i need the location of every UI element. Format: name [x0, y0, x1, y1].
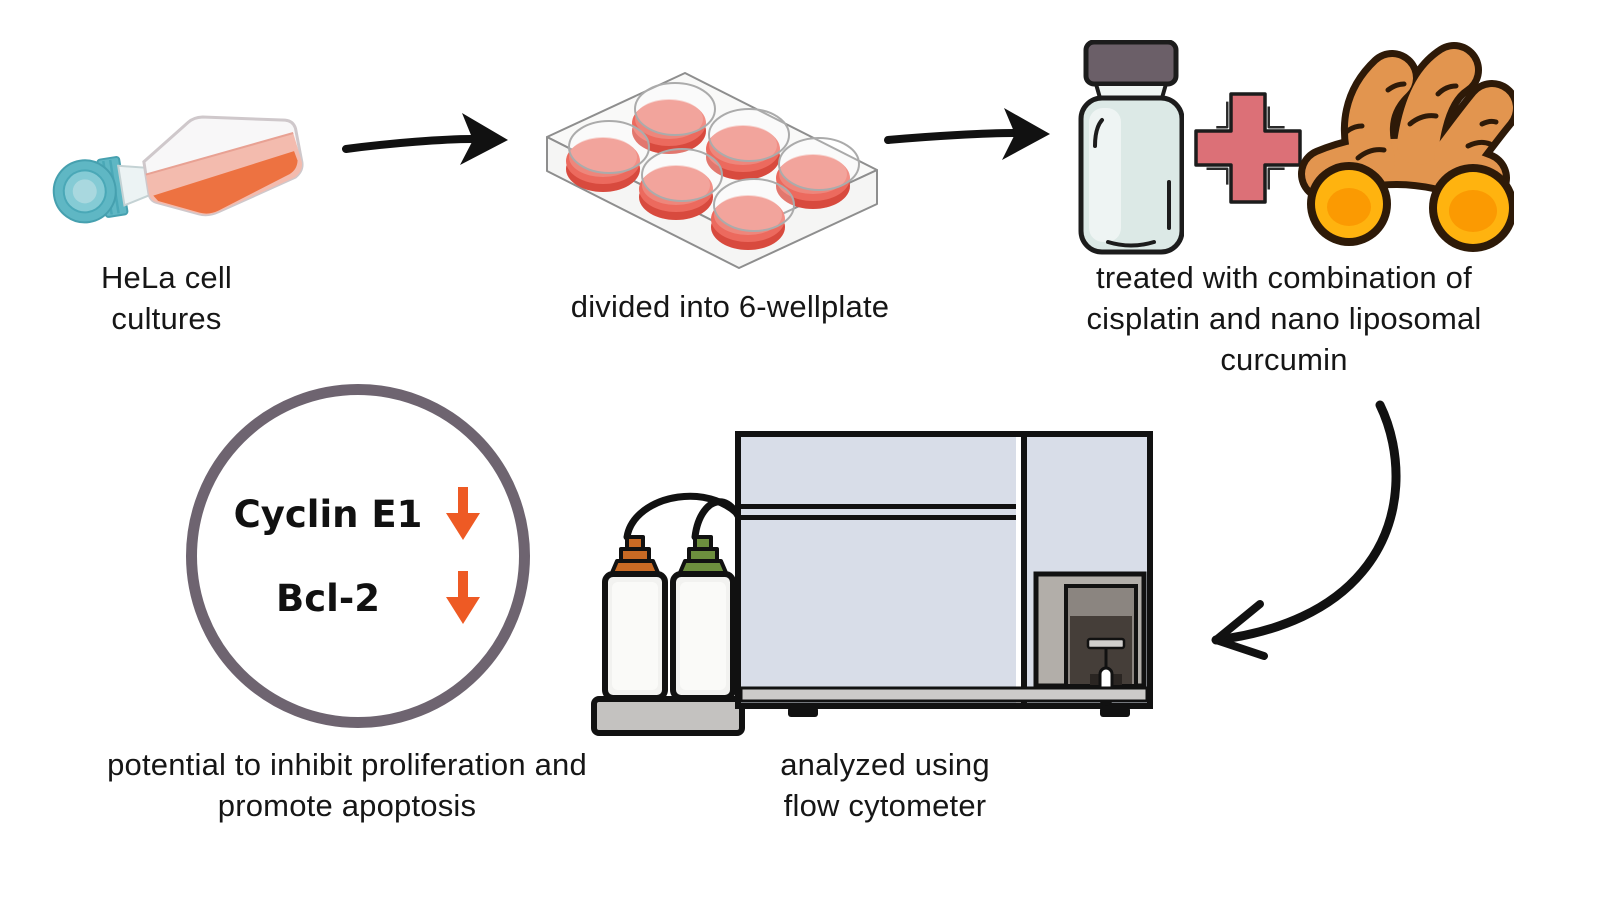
turmeric-root-icon — [1298, 42, 1514, 252]
arrow-right-icon-2 — [884, 108, 1050, 160]
flow-cytometer-icon — [591, 431, 1153, 736]
drug-vial-icon — [1078, 40, 1184, 255]
plus-icon — [1190, 88, 1306, 208]
sheath-bottle-left — [602, 535, 668, 701]
turmeric-cut-end-right — [1429, 164, 1514, 252]
arrow-right-icon-1 — [342, 113, 508, 165]
culture-flask-icon — [52, 115, 304, 224]
turmeric-cut-end-left — [1307, 162, 1391, 246]
down-arrow-icon — [446, 571, 481, 624]
six-well-plate-icon — [546, 72, 878, 269]
marker-name-bcl-2: Bcl-2 — [276, 576, 380, 620]
marker-list: Cyclin E1 Bcl-2 — [234, 487, 483, 625]
vial-cap — [1083, 40, 1179, 87]
sample-probe-arm — [1086, 637, 1126, 650]
step-label-treatment: treated with combination of cisplatin an… — [1086, 260, 1482, 377]
plate-wells — [566, 82, 860, 250]
result-circle: Cyclin E1 Bcl-2 — [186, 384, 530, 728]
step-label-analysis: analyzed using flow cytometer — [780, 747, 990, 823]
step-label-hela: HeLa cell cultures — [100, 260, 233, 336]
sheath-bottle-right — [670, 535, 736, 701]
down-arrow-icon — [446, 487, 481, 540]
step-label-wellplate: divided into 6-wellplate — [570, 289, 890, 324]
result-caption: potential to inhibit proliferation and p… — [107, 747, 587, 823]
marker-name-cyclin-e1: Cyclin E1 — [233, 492, 423, 536]
curved-arrow-icon — [1211, 400, 1401, 660]
machine-base — [739, 686, 1149, 703]
bottle-tray — [591, 696, 745, 736]
